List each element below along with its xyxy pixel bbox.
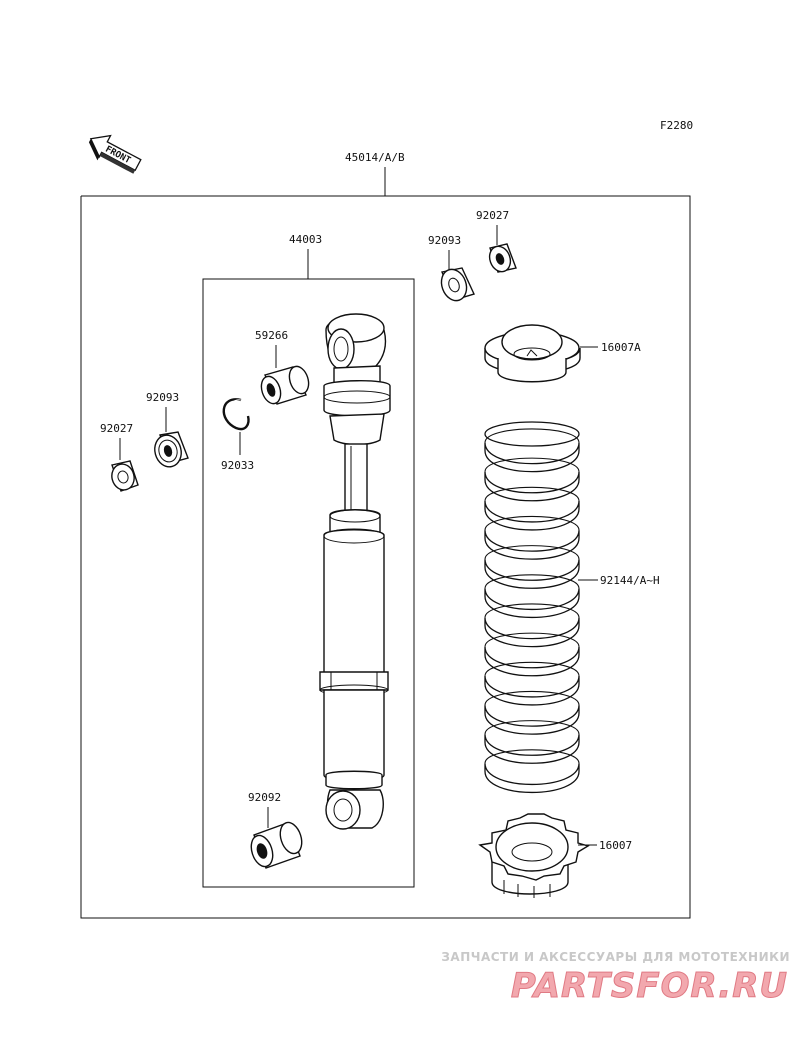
spring-coil-back [484,632,580,647]
spring-coil-front [484,559,580,589]
label-assembly: 45014/A/B [345,151,405,164]
spring-coil-front [484,704,580,735]
label-lower-bushing: 92092 [248,791,281,804]
label-adjuster: 16007 [599,839,632,852]
label-bearing-right: 92093 [428,234,461,247]
spring-part [484,421,580,793]
label-collar: 59266 [255,329,288,342]
spring-coil-front [484,529,580,560]
bushing-left-part [111,460,139,492]
spring-coil-front [484,646,580,677]
spring-coil-back [484,690,580,706]
spring-coil-back [484,749,580,764]
spring-coil-back [484,545,580,560]
label-shock-unit: 44003 [289,233,322,246]
label-circlip: 92033 [221,459,254,472]
bearing-right-part [440,267,475,302]
spring-coil-back [484,515,580,531]
spring-coil-front [484,588,580,618]
spring-coil-front [484,617,580,648]
spring-coil-back [484,428,580,443]
assembly-frame [80,195,691,919]
label-spring: 92144/A~H [600,574,660,587]
spring-coil-back [484,486,580,502]
bearing-left-part [154,431,189,468]
spring-seat-part [484,324,581,383]
spring-coil-back [484,720,580,735]
spring-coil-front [484,500,580,531]
front-arrow-icon: FRONT [88,134,142,174]
spring-coil-front [484,763,580,793]
spring-coil-front [484,734,580,764]
spring-coil-back [484,603,580,618]
spring-coil-back [484,574,580,589]
label-spring-seat: 16007A [601,341,641,354]
shock-unit-frame [202,278,415,888]
watermark-brand: PARTSFOR.RU [511,966,788,1006]
shock-absorber-part [319,313,391,830]
adjuster-part [478,813,590,898]
spring-top-end [484,421,580,447]
spring-coil-front [484,471,580,502]
spring-coil-front [484,675,580,706]
circlip-part [222,398,250,431]
lower-bushing-part [250,821,303,869]
label-bearing-left: 92093 [146,391,179,404]
spring-coil-front [484,442,580,473]
bushing-right-part [488,243,517,273]
label-bushing-right: 92027 [476,209,509,222]
collar-part [260,365,310,405]
spring-coil-back [484,661,580,677]
figure-code: F2280 [660,119,693,132]
watermark-tagline: ЗАПЧАСТИ И АКСЕССУАРЫ ДЛЯ МОТОТЕХНИКИ [441,950,790,964]
spring-coil-back [484,457,580,472]
label-bushing-left: 92027 [100,422,133,435]
